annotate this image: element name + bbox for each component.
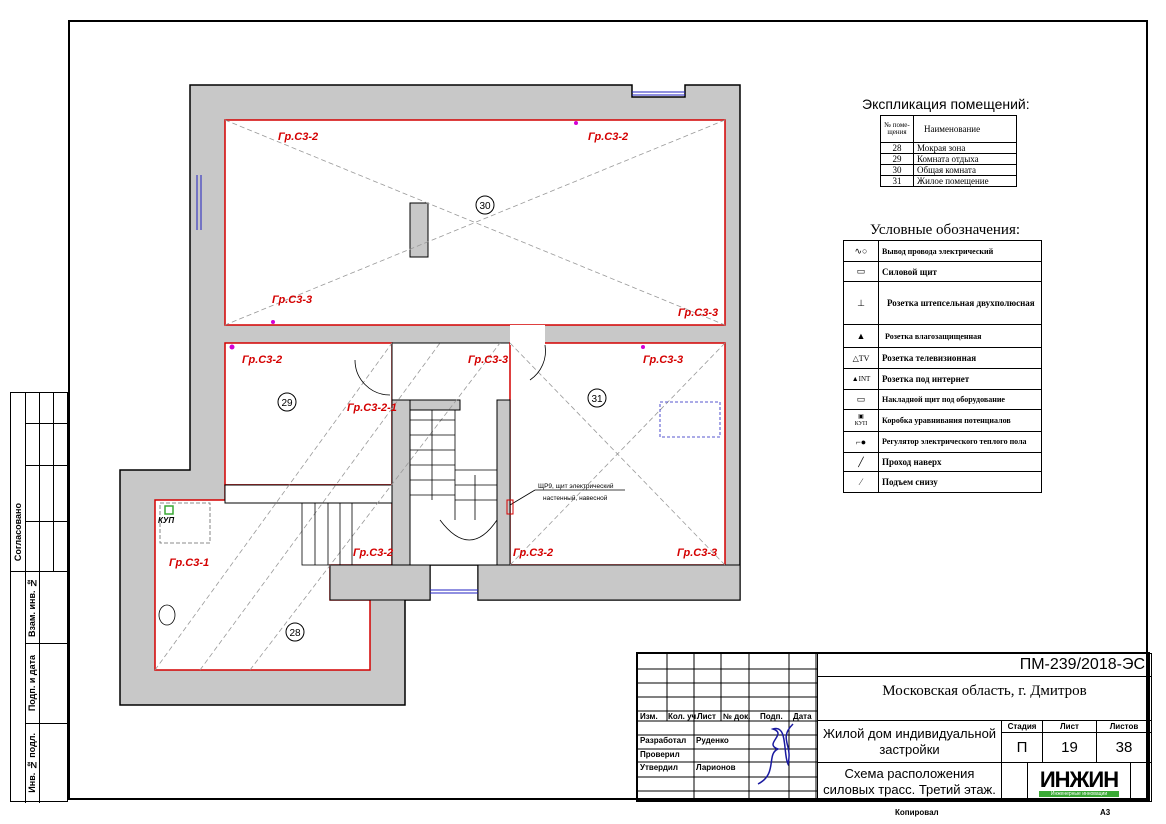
stairs (158, 344, 721, 626)
room-number-29: 29 (277, 392, 297, 412)
equipment-panel-icon: ▭ (843, 389, 879, 410)
role-label: Проверил (640, 750, 680, 759)
room-number-28: 28 (285, 622, 305, 642)
circuit-label: Гр.С3-2 (513, 547, 553, 559)
col-header: Изм. (640, 712, 658, 721)
double-socket-icon: ⊥ (843, 281, 879, 325)
sheet-value: 19 (1042, 732, 1097, 763)
circuit-label: Гр.С3-3 (643, 354, 683, 366)
waterproof-socket-icon: ▲ (843, 324, 879, 348)
stage-value: П (1001, 732, 1043, 763)
company-logo: ИНЖИН Инженерные инновации (1027, 762, 1131, 802)
cable-routes (154, 119, 726, 671)
power-panel-icon (506, 499, 514, 515)
document-code: ПМ-239/2018-ЭС (817, 653, 1152, 677)
legend-row: ▭Силовой щит (843, 261, 1042, 282)
object-name: Жилой дом индивидуальной застройки (817, 720, 1002, 763)
wire-outlet-icon: ∿○ (843, 240, 879, 262)
format-label: А3 (1100, 808, 1111, 817)
title-block: Изм. Кол. уч. Лист № док. Подп. Дата Раз… (636, 652, 1152, 802)
room-number-30: 30 (475, 195, 495, 215)
col-header: Лист (697, 712, 716, 721)
circuit-label: Гр.С3-3 (677, 547, 717, 559)
legend-table: ∿○Вывод провода электрический ▭Силовой щ… (843, 240, 1042, 493)
col-header: № док. (723, 712, 751, 721)
circuit-label: Гр.С3-2 (588, 131, 628, 143)
circuit-label: Гр.С3-3 (468, 354, 508, 366)
role-name: Ларионов (696, 763, 736, 772)
sheet-title: Схема расположения силовых трасс. Третий… (817, 762, 1002, 802)
location: Московская область, г. Дмитров (817, 676, 1152, 721)
legend-title: Условные обозначения: (870, 222, 1021, 238)
legend-row: ⌐●Регулятор электрического теплого пола (843, 431, 1042, 453)
signature (757, 723, 794, 785)
sheet-frame (68, 20, 1148, 800)
circuit-label: Гр.С3-1 (169, 557, 209, 569)
legend-row: ▲Розетка влагозащищенная (843, 324, 1042, 348)
internet-socket-icon: ▲INT (843, 368, 879, 390)
potential-box-icon: ▣КУП (843, 409, 879, 432)
circuit-label: Гр.С3-2-1 (347, 402, 397, 414)
kup-label: КУП (158, 516, 174, 525)
copied-label: Копировал (895, 808, 939, 817)
svg-text:30: 30 (479, 201, 491, 212)
col-header: Дата (793, 712, 812, 721)
stair-area (391, 342, 511, 566)
door-gap (510, 325, 545, 345)
socket-markers (229, 121, 645, 350)
explication-title: Экспликация помещений: (862, 96, 1030, 112)
circuit-label: Гр.С3-3 (678, 307, 718, 319)
column (409, 202, 429, 258)
col-header: Кол. уч. (668, 712, 699, 721)
side-stamp: Согласовано Взам. инв. № Подп. и дата Ин… (10, 392, 68, 803)
legend-row: ⁄Подъем снизу (843, 471, 1042, 493)
circuit-label: Гр.С3-2 (353, 547, 393, 559)
svg-text:28: 28 (289, 628, 301, 639)
legend-row: ▭Накладной щит под оборудование (843, 389, 1042, 410)
role-label: Утвердил (640, 763, 678, 772)
col-header: Подп. (760, 712, 783, 721)
power-panel-icon: ▭ (843, 261, 879, 282)
sheets-value: 38 (1096, 732, 1152, 763)
role-name: Руденко (696, 736, 729, 745)
circuit-label: Гр.С3-2 (278, 131, 318, 143)
panel-label: ЩР9, щит электрический (538, 482, 614, 490)
rise-from-below-icon: ⁄ (843, 471, 879, 493)
pass-up-icon: ╱ (843, 452, 879, 472)
tv-socket-icon: △TV (843, 347, 879, 369)
circuit-label: Гр.С3-2 (242, 354, 282, 366)
role-label: Разработал (640, 736, 687, 745)
legend-row: ∿○Вывод провода электрический (843, 240, 1042, 262)
revision-grid (638, 654, 818, 802)
room-number-31: 31 (587, 388, 607, 408)
floor-heating-regulator-icon: ⌐● (843, 431, 879, 453)
legend-row: ⊥Розетка штепсельная двухполюсная (843, 281, 1042, 325)
circuit-label: Гр.С3-3 (272, 294, 312, 306)
legend-row: ╱Проход наверх (843, 452, 1042, 472)
svg-text:29: 29 (281, 398, 293, 409)
panel-label: настенный, навесной (543, 494, 608, 502)
windows (196, 91, 685, 594)
svg-text:31: 31 (591, 394, 603, 405)
potential-box-icon (164, 505, 174, 515)
